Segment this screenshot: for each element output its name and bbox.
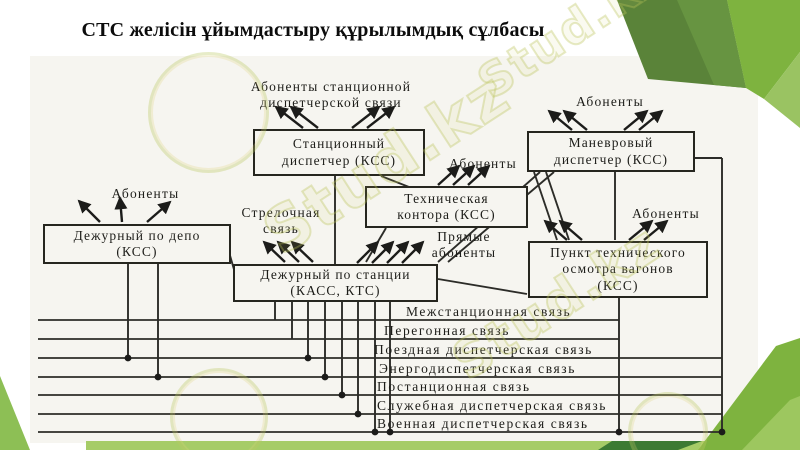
label-subscribers-tech: Абоненты bbox=[449, 156, 517, 171]
bus-label-interstation: Межстанционная связь bbox=[406, 304, 572, 319]
box-maneuver-dispatcher: Маневровый диспетчер (КСС) bbox=[527, 131, 695, 172]
bus-label-military-dispatch: Военная диспетчерская связь bbox=[377, 416, 589, 431]
box-wagon-inspection: Пункт технического осмотра вагонов (КСС) bbox=[528, 241, 708, 298]
label-subscribers-maneuver: Абоненты bbox=[576, 94, 644, 109]
slide-title: СТС желісін ұйымдастыру құрылымдық сұлба… bbox=[81, 19, 545, 41]
bus-label-energy-dispatch: Энергодиспетчерская связь bbox=[379, 361, 576, 376]
bus-lines bbox=[38, 319, 722, 433]
bus-label-post-station: Постанционная связь bbox=[377, 379, 531, 394]
box-depot: Дежурный по депо (КСС) bbox=[43, 224, 231, 264]
drop-verticals bbox=[127, 157, 723, 432]
bus-label-service-dispatch: Служебная диспетчерская связь bbox=[377, 398, 608, 413]
label-subscribers-pto: Абоненты bbox=[632, 206, 700, 221]
box-tech-office: Техническая контора (КСС) bbox=[365, 186, 528, 228]
box-station-dispatcher: Станционный диспетчер (КСС) bbox=[253, 129, 425, 176]
label-subscribers-depot: Абоненты bbox=[111, 186, 180, 201]
bus-label-train-dispatch: Поездная диспетчерская связь bbox=[374, 342, 593, 357]
box-station-duty: Дежурный по станции (КАСС, КТС) bbox=[233, 264, 438, 302]
label-direct-subscribers: Прямые абоненты bbox=[431, 229, 497, 260]
label-subscribers-station-dispatch: Абоненты станционной диспетчерской связи bbox=[250, 79, 412, 110]
bus-label-haul: Перегонная связь bbox=[384, 323, 510, 338]
subscriber-arrows bbox=[77, 105, 669, 264]
label-switch-comm: Стрелочная связь bbox=[241, 205, 321, 236]
